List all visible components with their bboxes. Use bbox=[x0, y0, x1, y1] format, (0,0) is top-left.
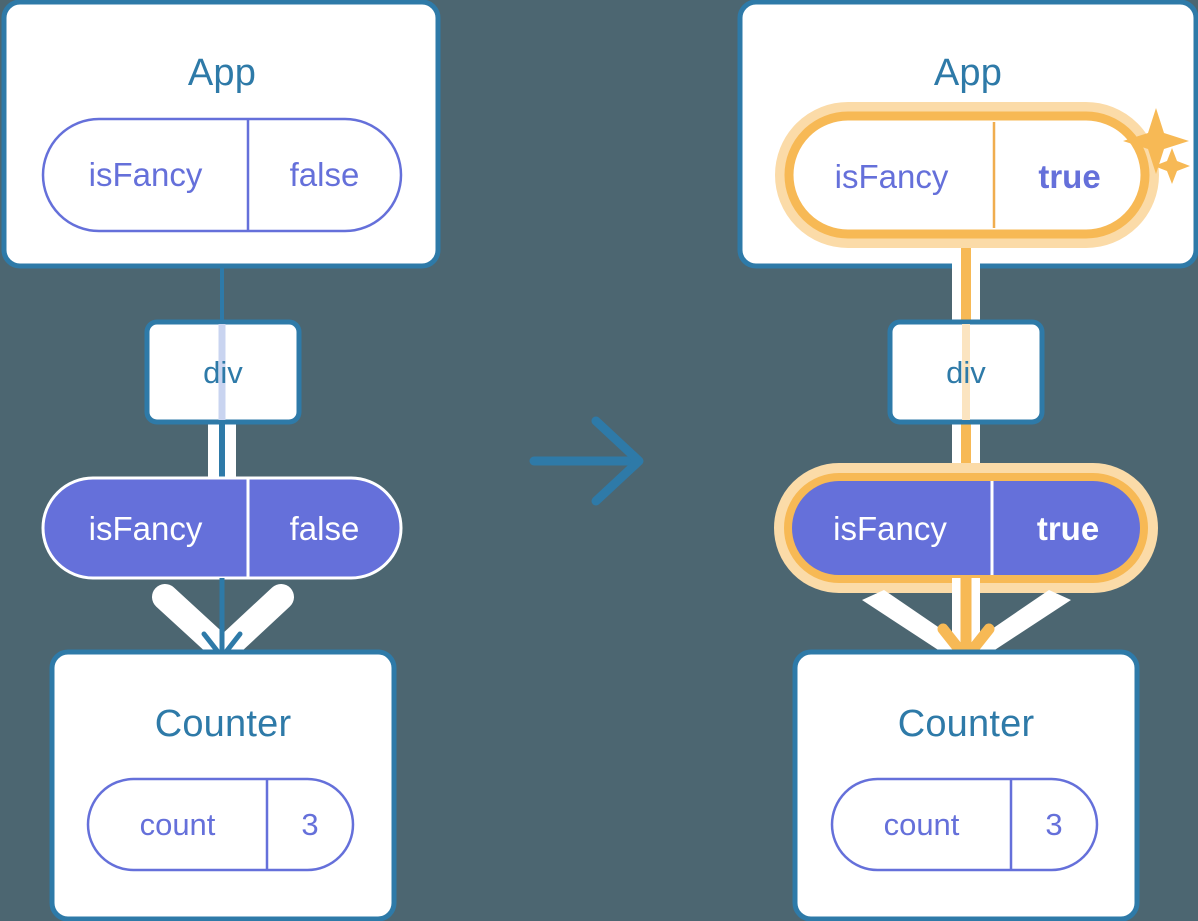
app-title: App bbox=[933, 52, 1003, 94]
dom-node-card bbox=[887, 319, 1045, 425]
counter-state-pill bbox=[86, 777, 355, 872]
dom-node-card bbox=[144, 319, 302, 425]
counter-state-pill-key: count bbox=[139, 807, 216, 842]
panel-before bbox=[1, 0, 441, 921]
counter-state-pill-value: 3 bbox=[1045, 807, 1063, 842]
app-state-pill-key: isFancy bbox=[88, 156, 203, 193]
app-title: App bbox=[187, 52, 257, 94]
panel-after bbox=[737, 0, 1198, 921]
counter-state-pill bbox=[830, 777, 1099, 872]
counter-title: Counter bbox=[154, 703, 292, 745]
counter-state-pill-value: 3 bbox=[301, 807, 319, 842]
prop-pill-value: false bbox=[289, 510, 360, 547]
dom-node-label: div bbox=[946, 355, 986, 390]
app-state-pill-highlighted bbox=[775, 102, 1159, 248]
dom-node-label: div bbox=[203, 355, 243, 390]
flow-arrow-to-counter-highlighted bbox=[862, 578, 1071, 664]
prop-pill-key: isFancy bbox=[833, 510, 947, 547]
app-state-pill-value: true bbox=[1038, 158, 1101, 195]
prop-pill-value: true bbox=[1036, 510, 1100, 547]
counter-title: Counter bbox=[897, 703, 1035, 745]
app-state-pill-value: false bbox=[289, 156, 360, 193]
counter-state-pill-key: count bbox=[883, 807, 960, 842]
app-state-pill bbox=[41, 117, 403, 233]
counter-card bbox=[49, 649, 397, 921]
sparkle-icon-large bbox=[1123, 108, 1189, 174]
sparkle-icon-small bbox=[1154, 148, 1190, 184]
prop-pill-key: isFancy bbox=[88, 510, 203, 547]
sparkle-icon-group-top bbox=[1123, 108, 1190, 184]
app-state-pill-key: isFancy bbox=[834, 158, 949, 195]
app-card bbox=[1, 0, 441, 269]
transition-arrow-right-icon bbox=[529, 416, 644, 506]
counter-card bbox=[792, 649, 1140, 921]
